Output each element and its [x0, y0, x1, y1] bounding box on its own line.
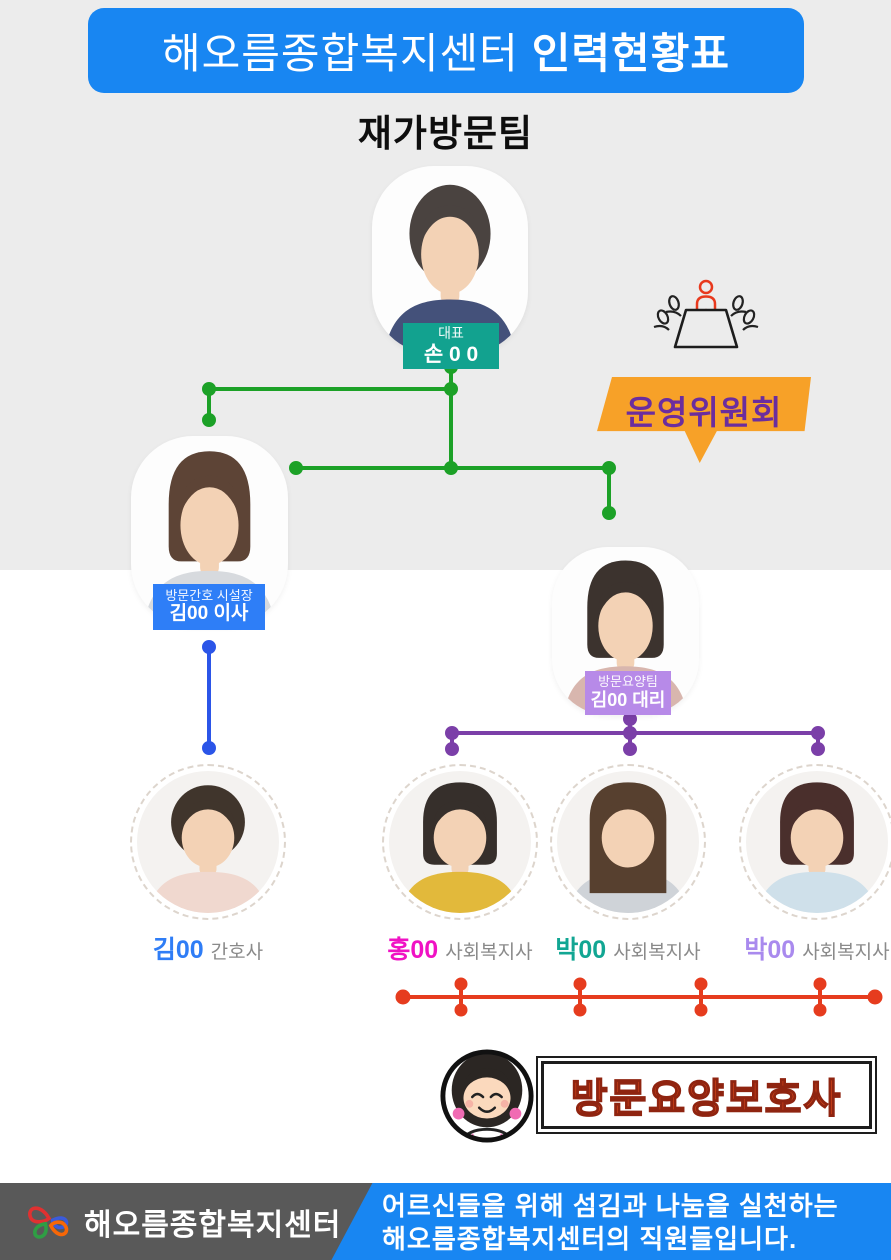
ceo-role: 대표	[438, 325, 464, 341]
worker2-role: 사회복지사	[613, 942, 701, 963]
blue-connector	[202, 640, 216, 755]
page-title-banner: 해오름종합복지센터 인력현황표	[88, 8, 804, 93]
nurse-role: 간호사	[210, 942, 264, 963]
purple-connectors	[445, 712, 825, 756]
committee-label: 운영위원회	[625, 394, 783, 431]
ceo-name: 손 0 0	[423, 342, 479, 366]
footer: 해오름종합복지센터 어르신들을 위해 섬김과 나눔을 실천하는 해오름종합복지센…	[0, 1183, 891, 1260]
worker1-name-row: 홍00 사회복지사	[350, 930, 570, 966]
director-name: 김00 이사	[169, 603, 249, 625]
footer-slogan: 어르신들을 위해 섬김과 나눔을 실천하는 해오름종합복지센터의 직원들입니다.	[382, 1190, 839, 1257]
footer-slogan-line1: 어르신들을 위해 섬김과 나눔을 실천하는	[382, 1191, 839, 1221]
red-care-line	[395, 977, 883, 1017]
worker3-avatar	[746, 771, 888, 913]
worker3-name-row: 박00 사회복지사	[707, 930, 891, 966]
nurse-avatar	[137, 771, 279, 913]
caregiver-face-icon	[440, 1049, 534, 1143]
manager-photo	[552, 547, 699, 715]
nurse-name: 김00	[152, 936, 204, 964]
manager-role: 방문요양팀	[598, 674, 658, 690]
worker2-name-row: 박00 사회복지사	[518, 930, 738, 966]
nurse-name-row: 김00 간호사	[98, 930, 318, 966]
ceo-badge: 대표 손 0 0	[403, 323, 499, 369]
worker3-role: 사회복지사	[802, 942, 890, 963]
manager-badge: 방문요양팀 김00 대리	[585, 671, 671, 715]
caregiver-label: 방문요양보호사	[570, 1076, 843, 1122]
team-title: 재가방문팀	[357, 113, 534, 154]
worker1-name: 홍00	[387, 936, 439, 964]
worker2-avatar	[557, 771, 699, 913]
director-role: 방문간호 시설장	[165, 587, 253, 603]
ceo-photo	[372, 166, 528, 354]
footer-slogan-line2: 해오름종합복지센터의 직원들입니다.	[382, 1224, 798, 1255]
worker1-photo	[382, 764, 538, 920]
worker3-photo	[739, 764, 891, 920]
caregiver-badge: 방문요양보호사	[536, 1056, 877, 1134]
worker2-name: 박00	[555, 936, 607, 964]
clover-logo-icon	[28, 1205, 69, 1239]
footer-logo: 해오름종합복지센터	[22, 1183, 341, 1260]
page-title-center-name: 해오름종합복지센터	[162, 30, 519, 77]
meeting-table-icon	[653, 279, 759, 349]
manager-name: 김00 대리	[590, 690, 666, 710]
director-badge: 방문간호 시설장 김00 이사	[153, 584, 265, 630]
nurse-photo	[130, 764, 286, 920]
footer-logo-text: 해오름종합복지센터	[84, 1208, 342, 1242]
worker2-photo	[550, 764, 706, 920]
worker3-name: 박00	[744, 936, 796, 964]
worker1-avatar	[389, 771, 531, 913]
worker1-role: 사회복지사	[445, 942, 533, 963]
page-title-suffix: 인력현황표	[531, 30, 730, 77]
